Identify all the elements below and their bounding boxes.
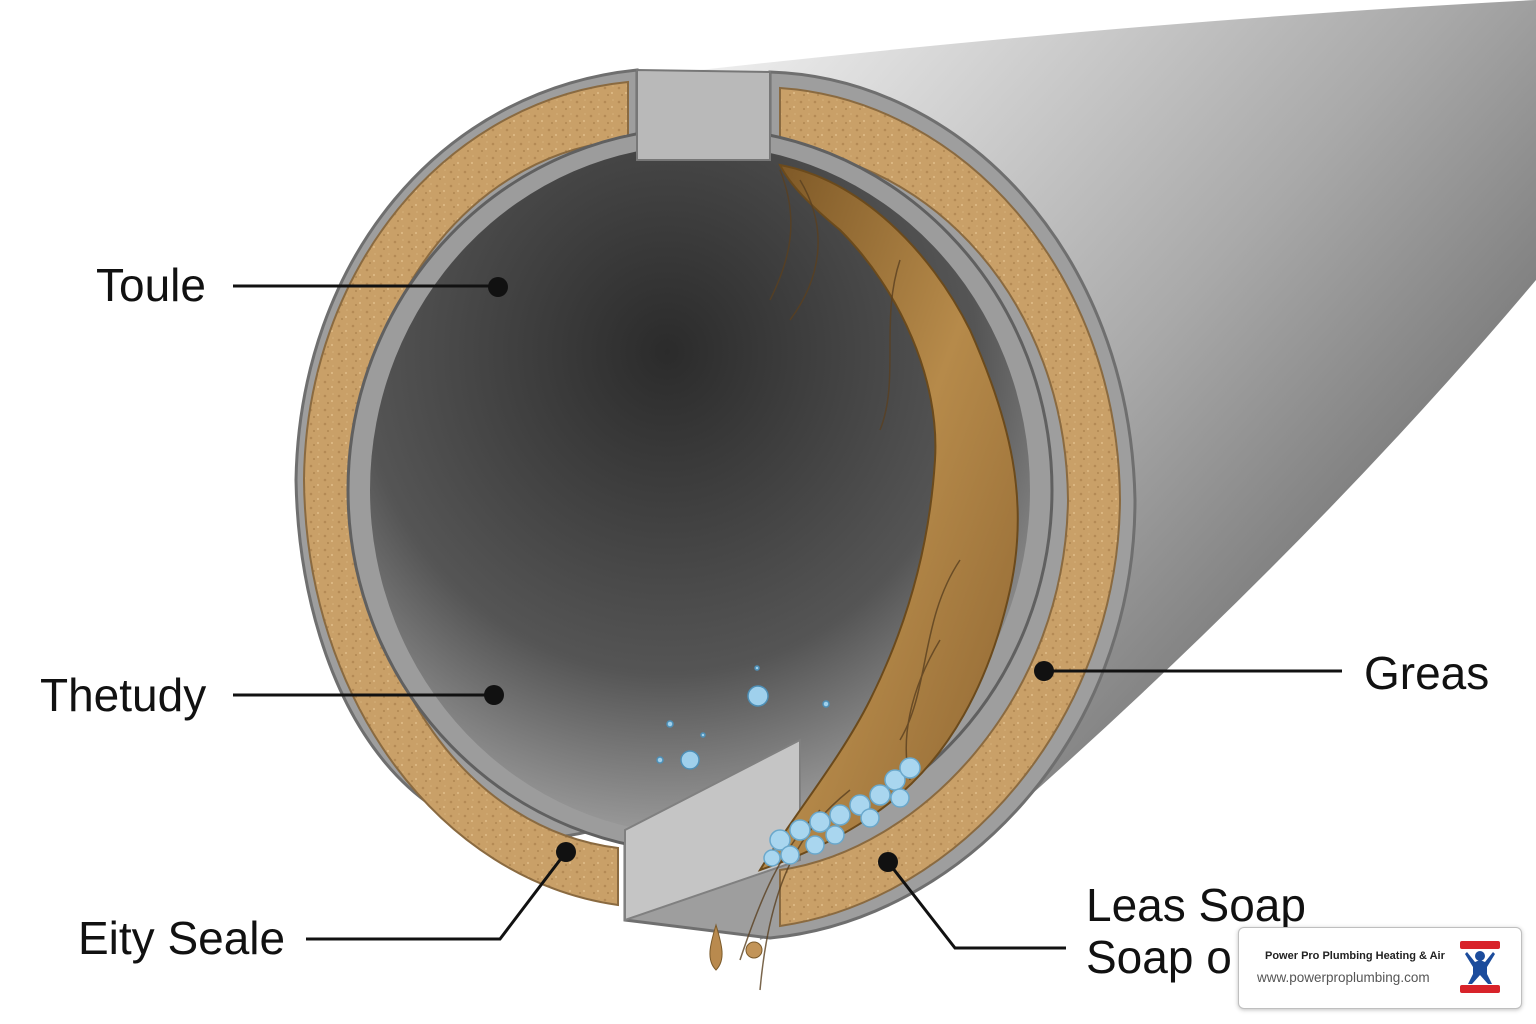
label-greas: Greas xyxy=(1364,647,1490,699)
label-leas-soap-line2: Soap o xyxy=(1086,931,1232,983)
water-droplets xyxy=(656,665,830,770)
watermark-url: www.powerproplumbing.com xyxy=(1257,970,1430,985)
label-toule: Toule xyxy=(96,259,206,311)
pipe-bore xyxy=(370,145,1030,835)
leader-dots xyxy=(484,277,1054,872)
label-leas-soap-line1: Leas Soap xyxy=(1086,879,1306,931)
insulation-right xyxy=(779,86,1122,928)
soap-bubbles xyxy=(763,757,921,867)
label-eity-seale: Eity Seale xyxy=(78,912,286,964)
debris-drip xyxy=(709,923,723,971)
pipe-cut-floor xyxy=(624,738,801,922)
watermark-badge: Power Pro Plumbing Heating & Air www.pow… xyxy=(1238,927,1522,1009)
pipe-cut-face xyxy=(636,68,771,161)
debris-drop xyxy=(745,941,763,959)
watermark-company: Power Pro Plumbing Heating & Air xyxy=(1265,950,1445,962)
label-thetudy: Thetudy xyxy=(40,669,207,721)
leader-lines xyxy=(233,284,1342,950)
power-pro-logo-icon xyxy=(1460,941,1500,993)
